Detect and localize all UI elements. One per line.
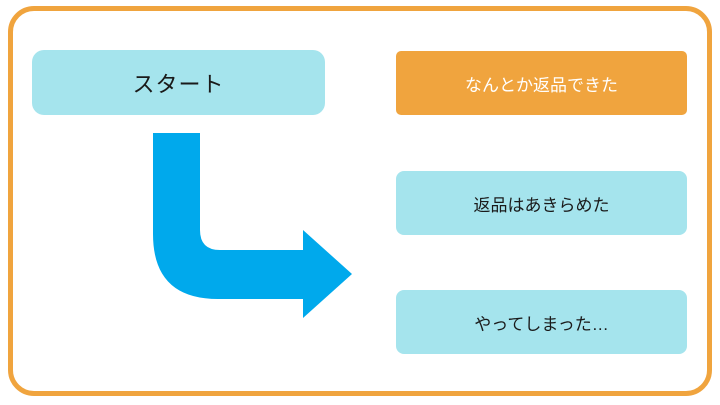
outcome-box-regret-label: やってしまった… bbox=[474, 314, 609, 334]
start-node: スタート bbox=[32, 50, 325, 115]
outcome-box-gave-up: 返品はあきらめた bbox=[396, 171, 687, 235]
start-node-label: スタート bbox=[132, 71, 225, 97]
outcome-box-gave-up-label: 返品はあきらめた bbox=[473, 195, 610, 215]
outcome-box-returned-label: なんとか返品できた bbox=[465, 75, 618, 95]
outcome-box-regret: やってしまった… bbox=[396, 290, 687, 354]
outcome-box-returned: なんとか返品できた bbox=[396, 51, 687, 115]
